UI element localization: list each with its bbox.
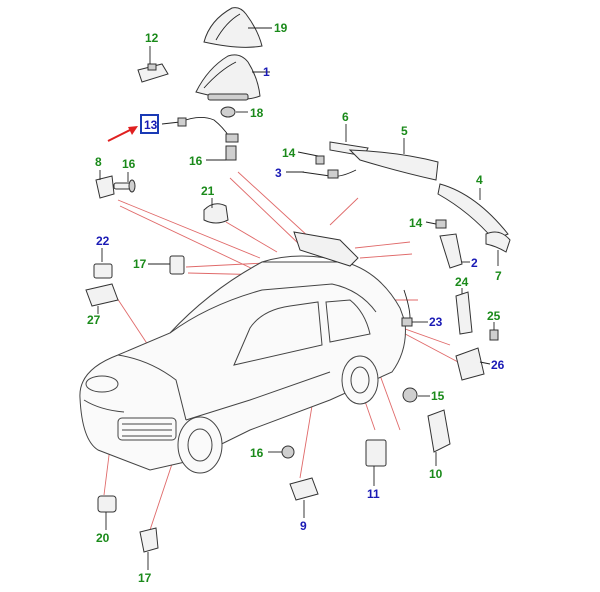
part-18-nut [220,106,236,118]
red-arrow-icon [128,126,138,135]
part-24-module [455,291,473,335]
label-14a: 14 [282,146,296,160]
part-7-bracket [485,231,511,253]
label-17b: 17 [138,571,152,585]
label-16a: 16 [189,154,203,168]
part-1-antenna [195,54,261,101]
label-25: 25 [487,309,501,323]
part-20-sensor [97,495,117,513]
label-13: 13 [144,118,158,132]
part-15-speaker [402,387,418,403]
label-2: 2 [471,256,478,270]
label-7: 7 [495,269,502,283]
part-4-trim [437,183,509,241]
label-23: 23 [429,315,443,329]
part-10-module [427,409,451,453]
label-18: 18 [250,106,264,120]
part-16-bolt-left [113,179,136,193]
label-8: 8 [95,155,102,169]
label-10: 10 [429,467,443,481]
vehicle-outline [79,255,406,474]
part-25-connector [489,329,499,341]
part-17-lower-sensor [139,527,159,553]
roof-harness [293,231,359,267]
label-24: 24 [455,275,469,289]
label-4: 4 [476,173,483,187]
part-labels: 12 19 1 13 18 16 8 16 21 14 3 6 5 4 14 2… [87,21,505,585]
label-16c: 16 [250,446,264,460]
part-19-antenna-cover [203,7,263,48]
label-6: 6 [342,110,349,124]
part-23-harness [401,289,413,327]
highlight-box [140,114,159,134]
part-16-speaker-lower [281,445,295,459]
label-15: 15 [431,389,445,403]
part-8-bracket [95,175,115,199]
part-13-cable [161,117,239,143]
label-19: 19 [274,21,288,35]
part-9-module [289,477,319,501]
part-21-sensor [203,203,229,224]
label-12: 12 [145,31,159,45]
part-3-harness [301,155,357,179]
leader-lines [97,27,499,570]
label-22: 22 [96,234,110,248]
label-20: 20 [96,531,110,545]
part-12-module [137,63,169,83]
part-11-module [365,439,387,467]
part-17-upper-sensor [169,255,185,275]
label-3: 3 [275,166,282,180]
label-5: 5 [401,124,408,138]
part-22-module [93,263,113,279]
label-14b: 14 [409,216,423,230]
label-21: 21 [201,184,215,198]
part-5-panel [348,149,439,181]
part-2-mount [435,219,463,269]
label-11: 11 [367,487,380,501]
part-27-receiver [85,283,119,307]
label-26: 26 [491,358,505,372]
label-17a: 17 [133,257,147,271]
label-9: 9 [300,519,307,533]
label-16b: 16 [122,157,136,171]
label-27: 27 [87,313,101,327]
label-1: 1 [263,65,270,79]
highlight-marker [107,114,159,142]
part-26-control-unit [455,347,485,381]
part-16-bolt-upper [225,145,237,161]
